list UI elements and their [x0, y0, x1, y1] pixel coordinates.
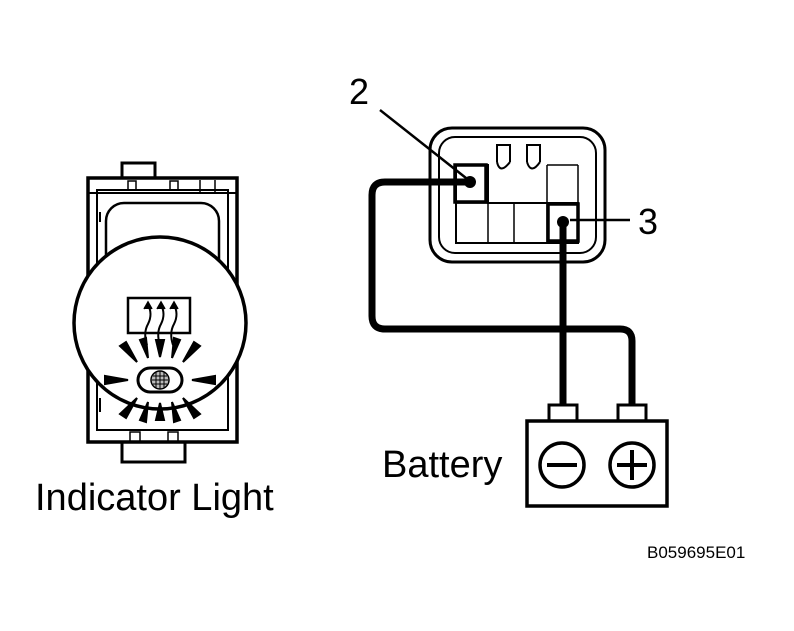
indicator-light-label: Indicator Light [35, 477, 274, 519]
indicator-lamp-icon [104, 336, 216, 424]
negative-terminal-icon [538, 441, 586, 489]
battery-label: Battery [382, 444, 502, 486]
battery [525, 403, 669, 508]
figure-code: B059695E01 [647, 543, 745, 562]
rear-defogger-icon [126, 296, 192, 346]
terminal-3-label: 3 [638, 201, 658, 242]
wire-terminal-2-to-positive [368, 178, 636, 405]
positive-terminal-icon [608, 441, 656, 489]
terminal-2-leader [379, 109, 467, 179]
terminal-2-label: 2 [349, 71, 369, 112]
